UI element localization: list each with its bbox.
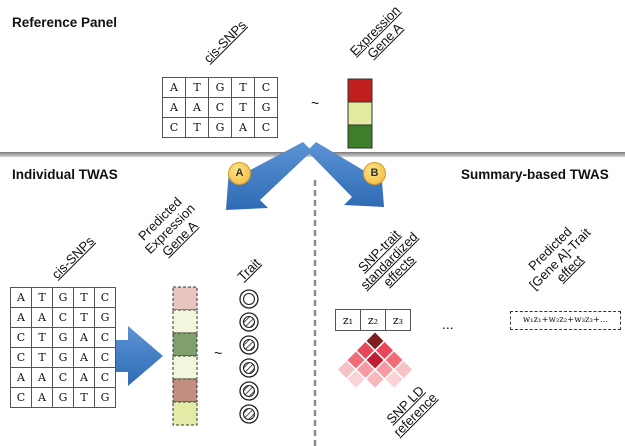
reference-snp-cell: A [231, 117, 255, 138]
individual-snp-cell: C [10, 327, 32, 348]
reference-snp-cell: A [162, 77, 186, 98]
trait-hatched-circle [242, 338, 256, 352]
individual-snp-cell: C [52, 307, 74, 328]
reference-snp-cell: G [208, 117, 232, 138]
individual-snp-cell: A [31, 307, 53, 328]
individual-snp-cell: C [10, 387, 32, 408]
individual-snp-cell: C [94, 347, 116, 368]
summary-twas-heading: Summary-based TWAS [461, 167, 609, 182]
reference-snp-cell: T [185, 77, 209, 98]
individual-snp-cell: G [52, 287, 74, 308]
individual-snp-cell: C [94, 367, 116, 388]
individual-snp-cell: C [52, 367, 74, 388]
reference-snp-cell: T [185, 117, 209, 138]
ld-heatmap-cell [383, 368, 405, 390]
individual-snp-cell: C [10, 347, 32, 368]
individual-snp-cell: T [73, 287, 95, 308]
predicted-expression-cell [172, 286, 198, 311]
individual-snp-cell: T [73, 307, 95, 328]
trait-hatched-circle [242, 315, 256, 329]
individual-snp-cell: A [10, 287, 32, 308]
reference-snp-cell: C [254, 77, 278, 98]
individual-snp-cell: G [52, 327, 74, 348]
reference-snp-cell: C [208, 97, 232, 118]
individual-snp-cell: T [31, 327, 53, 348]
reference-expression-cell [347, 78, 373, 103]
badge-b: B [363, 162, 386, 185]
predicted-expression-cell [172, 332, 198, 357]
ld-heatmap [335, 330, 415, 390]
individual-tilde: ~ [214, 345, 223, 361]
reference-snp-cell: C [254, 117, 278, 138]
individual-snp-cell: A [73, 367, 95, 388]
reference-expression-cell [347, 101, 373, 126]
individual-snp-cell: T [31, 347, 53, 368]
ld-heatmap-cell [364, 368, 386, 390]
individual-snp-cell: A [73, 347, 95, 368]
individual-snp-cell: C [94, 287, 116, 308]
reference-expression-cell [347, 124, 373, 149]
reference-tilde: ~ [311, 95, 320, 111]
individual-snp-cell: G [94, 387, 116, 408]
predicted-expression-cell [172, 355, 198, 380]
individual-snp-cell: T [73, 387, 95, 408]
individual-snp-cell: G [52, 347, 74, 368]
arrow-a [226, 142, 312, 210]
predicted-expression-cell [172, 378, 198, 403]
individual-twas-heading: Individual TWAS [12, 167, 118, 182]
individual-snp-cell: A [10, 367, 32, 388]
individual-snp-cell: T [31, 287, 53, 308]
predicted-expression-cell [172, 401, 198, 426]
z-score-cell: z₁ [335, 309, 361, 331]
reference-snp-cell: T [231, 97, 255, 118]
reference-snp-cell: G [254, 97, 278, 118]
reference-snp-cell: G [208, 77, 232, 98]
trait-hatched-circle [242, 384, 256, 398]
reference-panel-heading: Reference Panel [12, 15, 118, 30]
individual-snp-cell: C [94, 327, 116, 348]
reference-snp-cell: T [231, 77, 255, 98]
reference-snp-cell: A [185, 97, 209, 118]
individual-snp-cell: G [52, 387, 74, 408]
z-score-cell: z₃ [385, 309, 411, 331]
z-ellipsis: ... [442, 316, 454, 332]
individual-snp-cell: A [31, 387, 53, 408]
predicted-expression-cell [172, 309, 198, 334]
ld-heatmap-cell [345, 368, 367, 390]
trait-hatched-circle [242, 361, 256, 375]
badge-a: A [228, 162, 251, 185]
arrow-b [307, 142, 384, 207]
reference-snp-cell: A [162, 97, 186, 118]
trait-hatched-circle [242, 407, 256, 421]
reference-snp-cell: C [162, 117, 186, 138]
trait-open-circle [242, 292, 256, 306]
individual-snp-cell: A [10, 307, 32, 328]
z-score-cell: z₂ [360, 309, 386, 331]
individual-snp-cell: G [94, 307, 116, 328]
individual-snp-cell: A [73, 327, 95, 348]
individual-snp-cell: A [31, 367, 53, 388]
weighted-sum-formula: w₁z₁+w₂z₂+w₃z₃+... [510, 311, 621, 330]
